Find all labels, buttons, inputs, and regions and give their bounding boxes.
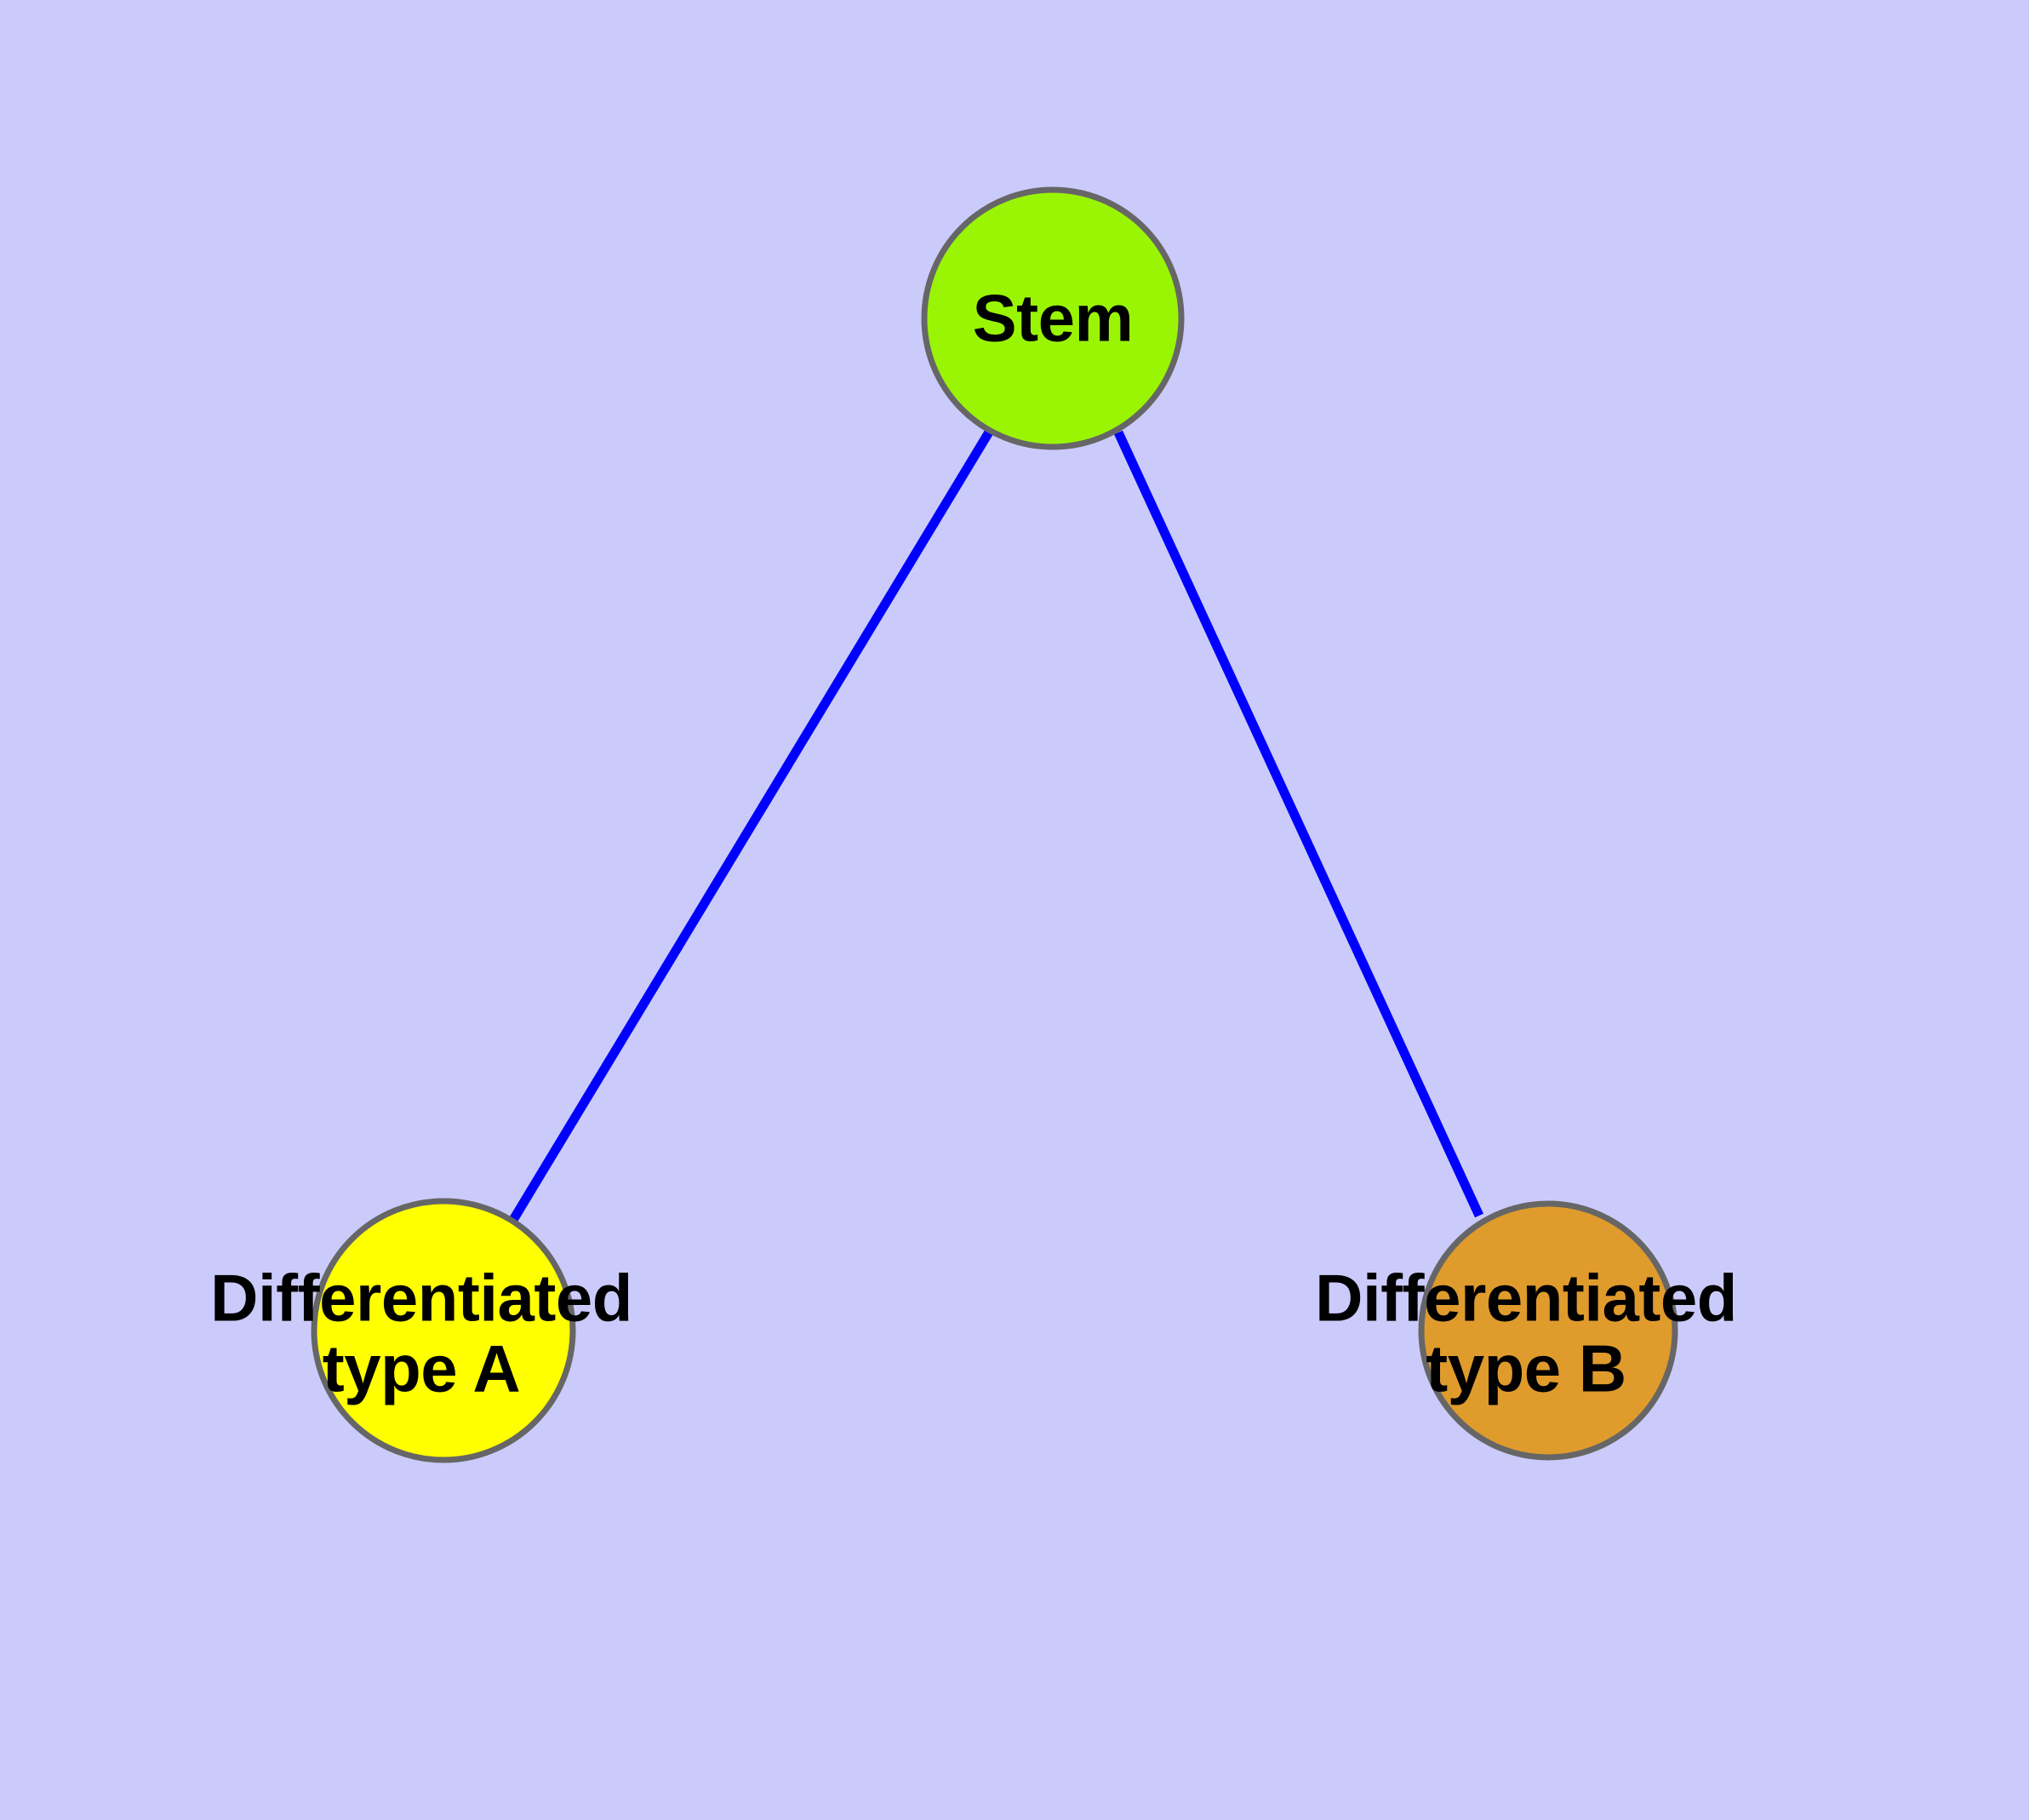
node-differentiated-type-a[interactable]	[311, 1198, 576, 1463]
edge-stem-to-type-a[interactable]	[509, 428, 994, 1222]
edges-group	[509, 428, 1483, 1222]
edge-stem-to-type-b[interactable]	[1114, 430, 1483, 1218]
nodes-group	[311, 186, 1678, 1463]
node-differentiated-type-b[interactable]	[1418, 1200, 1678, 1461]
node-stem[interactable]	[921, 186, 1185, 450]
